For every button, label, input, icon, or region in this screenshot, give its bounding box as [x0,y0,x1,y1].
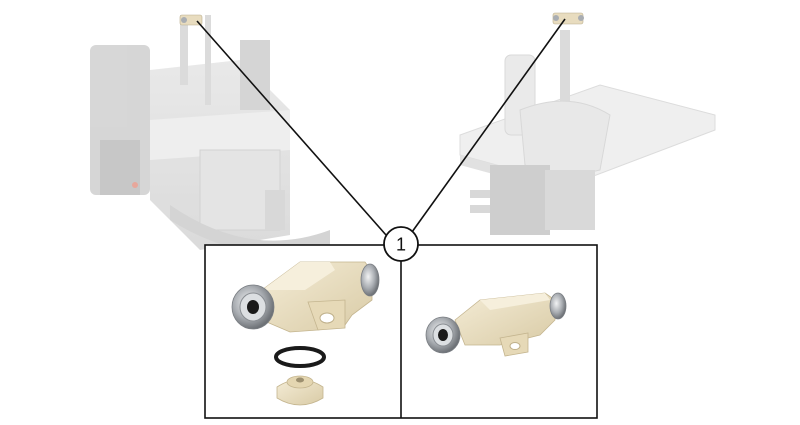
fitting-marker-right [552,12,584,25]
machine-right-ghost [459,30,716,235]
fitting-exploded-view [231,261,380,406]
leader-line-left [196,20,387,236]
callout-number-badge: 1 [383,226,419,262]
callout-number: 1 [396,235,406,255]
fitting-assembled-view [425,292,567,357]
leader-lines [196,18,566,236]
machine-left-ghost [90,15,330,254]
fitting-marker-left [179,14,203,26]
leader-line-right [411,18,566,233]
